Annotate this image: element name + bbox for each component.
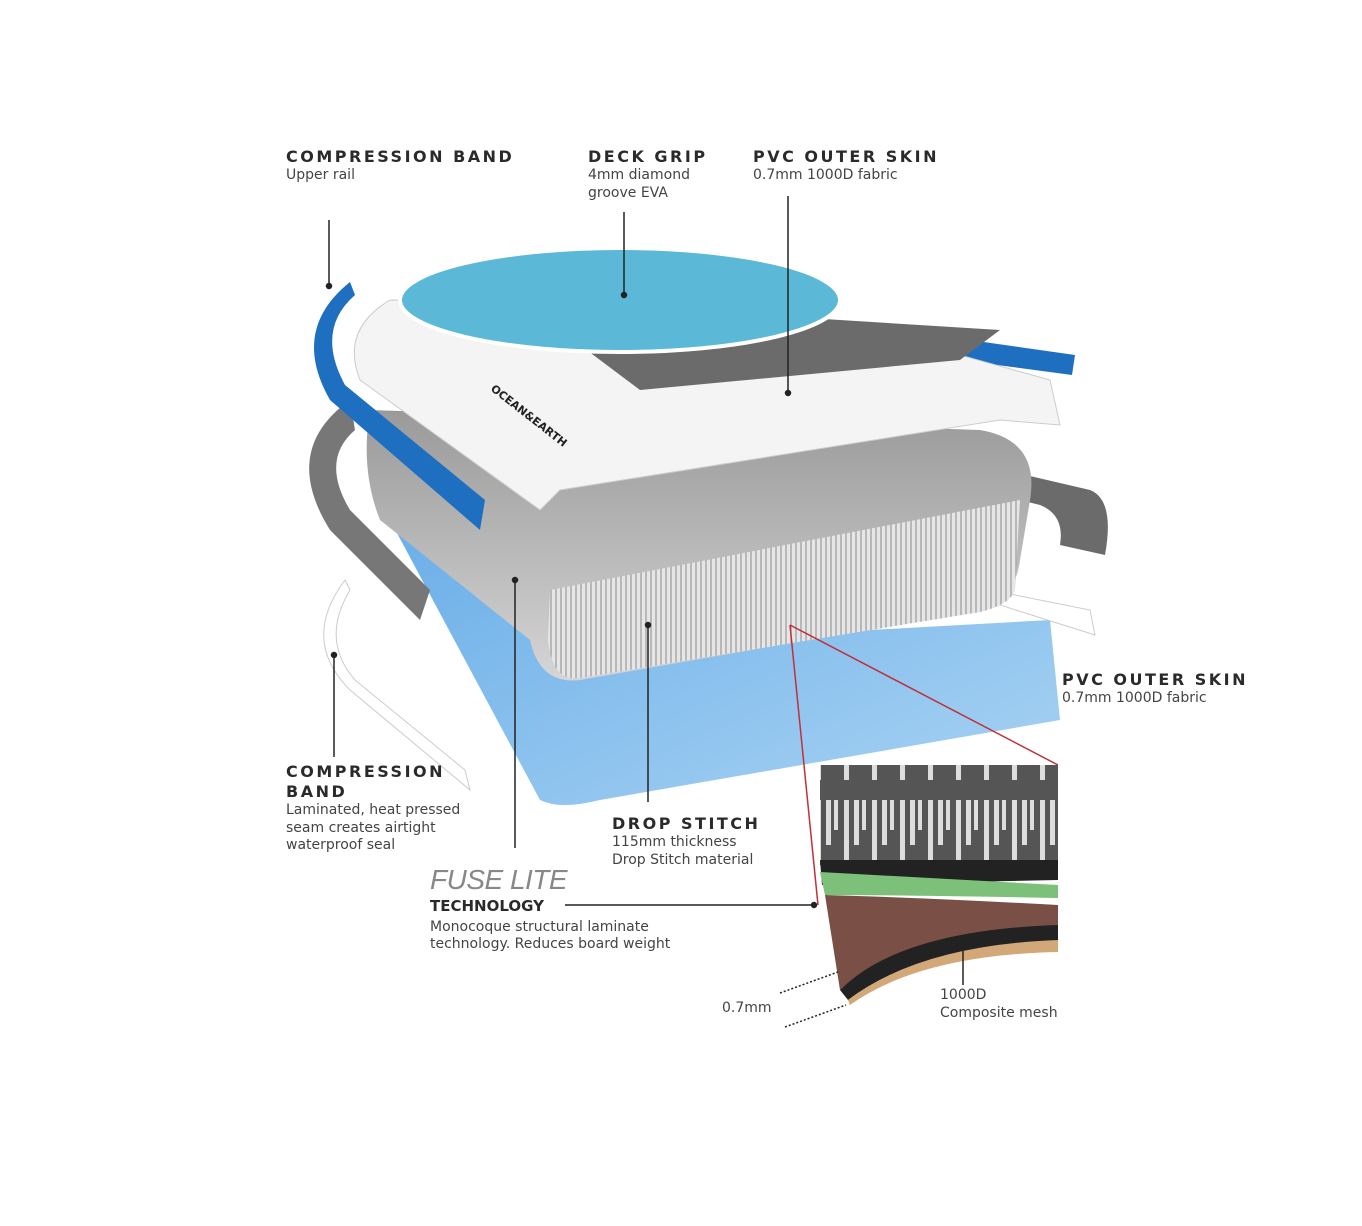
leader-lines xyxy=(325,196,967,1028)
upper-blue-rail xyxy=(314,282,485,530)
callout-lines xyxy=(789,624,1059,906)
grey-rail-band xyxy=(309,400,430,620)
label-deck-grip: DECK GRIP 4mm diamond groove EVA xyxy=(588,147,708,201)
label-composite-mesh: 1000D Composite mesh xyxy=(940,987,1058,1021)
laminate-detail-inset xyxy=(820,765,1058,1005)
label-pvc-outer-skin-top: PVC OUTER SKIN 0.7mm 1000D fabric xyxy=(753,147,940,183)
label-compression-band-upper: COMPRESSION BAND Upper rail xyxy=(286,147,515,183)
label-pvc-outer-skin-bottom: PVC OUTER SKIN 0.7mm 1000D fabric xyxy=(1062,670,1249,706)
lower-compression-band xyxy=(323,579,471,792)
label-fuse-lite: FUSE LITE TECHNOLOGY Monocoque structura… xyxy=(430,864,671,953)
label-compression-band-lower: COMPRESSION BAND Laminated, heat pressed… xyxy=(286,762,461,853)
label-thickness: 0.7mm xyxy=(722,1000,772,1016)
deck-grip-pad xyxy=(398,246,842,354)
label-drop-stitch: DROP STITCH 115mm thickness Drop Stitch … xyxy=(612,814,761,868)
